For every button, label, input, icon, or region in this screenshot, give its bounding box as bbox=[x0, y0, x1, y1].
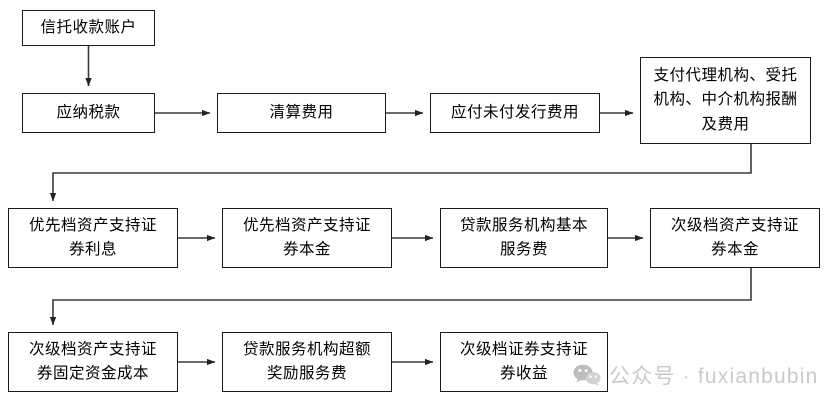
node-unpaid-issuance-fee[interactable]: 应付未付发行费用 bbox=[430, 93, 600, 133]
node-label: 贷款服务机构超额 奖励服务费 bbox=[242, 340, 371, 382]
node-agency-trustee-intermediary-fee[interactable]: 支付代理机构、受托 机构、中介机构报酬 及费用 bbox=[640, 57, 811, 144]
node-tax-payable[interactable]: 应纳税款 bbox=[22, 93, 155, 133]
node-label: 次级档证券支持证 券收益 bbox=[459, 340, 588, 382]
node-servicer-base-fee[interactable]: 贷款服务机构基本 服务费 bbox=[440, 208, 608, 268]
node-label: 优先档资产支持证 券利息 bbox=[28, 216, 157, 258]
node-subordinate-abs-principal[interactable]: 次级档资产支持证 券本金 bbox=[650, 208, 820, 268]
connector-sub-principal-to-sub-fixed-cost bbox=[49, 268, 752, 326]
node-label: 应付未付发行费用 bbox=[450, 103, 579, 121]
node-label: 贷款服务机构基本 服务费 bbox=[459, 216, 588, 258]
node-senior-abs-interest[interactable]: 优先档资产支持证 券利息 bbox=[8, 208, 178, 268]
node-subordinate-abs-return[interactable]: 次级档证券支持证 券收益 bbox=[440, 332, 608, 392]
node-label: 次级档资产支持证 券本金 bbox=[670, 216, 799, 258]
node-senior-abs-principal[interactable]: 优先档资产支持证 券本金 bbox=[222, 208, 392, 268]
node-servicer-excess-reward-fee[interactable]: 贷款服务机构超额 奖励服务费 bbox=[222, 332, 392, 392]
node-label: 应纳税款 bbox=[56, 103, 121, 121]
node-label: 信托收款账户 bbox=[40, 18, 137, 36]
node-subordinate-fixed-capital-cost[interactable]: 次级档资产支持证 券固定资金成本 bbox=[8, 332, 178, 392]
node-label: 支付代理机构、受托 机构、中介机构报酬 及费用 bbox=[653, 67, 798, 133]
node-label: 次级档资产支持证 券固定资金成本 bbox=[28, 340, 157, 382]
node-trust-account[interactable]: 信托收款账户 bbox=[22, 10, 155, 46]
connector-agency-fee-to-senior-interest bbox=[49, 144, 752, 202]
node-liquidation-fee[interactable]: 清算费用 bbox=[217, 93, 386, 133]
node-label: 优先档资产支持证 券本金 bbox=[242, 216, 371, 258]
node-label: 清算费用 bbox=[269, 103, 334, 121]
